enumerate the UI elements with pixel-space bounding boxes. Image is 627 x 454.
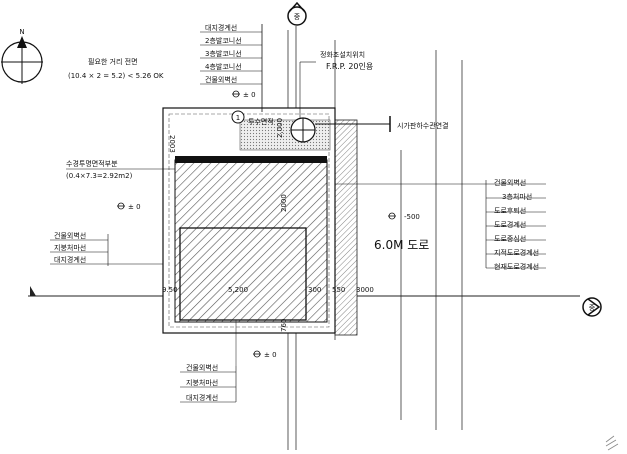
right-label-2: 도로후퇴선 [494,206,526,215]
permeable-note: 수경투명면적부분 (0.4×7.3=2.92m2) [66,159,175,180]
septic-note-line2: F.R.P. 20인용 [326,61,373,71]
level-mark-3-text: ± 0 [264,351,277,359]
north-label: N [19,28,24,36]
level-mark-1: ± 0 [117,202,141,211]
permeable-note-line2: (0.4×7.3=2.92m2) [66,172,133,180]
dimensions: 2003 2,000 2000 9.50 5,200 300 550 3000 … [162,118,374,332]
right-label-group: 건물외벽선 3층처마선 도로후퇴선 도로경계선 도로중심선 지적도로경계선 현재… [335,178,546,271]
left-label-2: 대지경계선 [54,255,86,264]
top-label-0: 대지경계선 [205,23,237,32]
dim-bottom-b: 550 [332,286,345,294]
road-hatch-strip [334,119,358,336]
top-label-3: 4층발코니선 [205,62,242,71]
sewer-connection [315,116,391,132]
permeable-area-bar [175,156,327,163]
level-mark-0-text: ± 0 [243,91,256,99]
dim-mid-vertical: 2000 [280,194,288,212]
north-arrow: N [1,28,43,84]
bottom-label-group: 건물외벽선 지붕처마선 대지경계선 [180,320,237,403]
bottom-label-2: 대지경계선 [186,393,218,402]
level-mark-1-text: ± 0 [128,203,141,211]
level-mark-0: ± 0 [232,90,256,99]
level-mark-2: -500 [388,212,420,221]
permeable-note-line1: 수경투명면적부분 [66,159,118,168]
dim-top-left: 2003 [168,135,176,153]
right-label-6: 현재도로경계선 [494,262,539,271]
balloon-number: 1 [236,114,240,122]
right-label-3: 도로경계선 [494,220,526,229]
right-label-4: 도로중심선 [494,234,526,243]
right-label-5: 지적도로경계선 [494,248,539,257]
level-mark-3: ± 0 [253,350,277,359]
corner-mark [605,435,619,451]
left-label-0: 건물외벽선 [54,231,86,240]
septic-note-line1: 정화조설치위치 [320,50,365,59]
parking-note: 필요한 거리 전면 (10.4 × 2 = 5.2) < 5.26 OK [68,57,164,80]
top-label-2: 3층발코니선 [205,49,242,58]
section-marker-top: 중 [287,1,307,26]
section-mark-top: 중 [294,13,301,21]
right-label-0: 건물외벽선 [494,178,526,187]
section-mark-right: 중 [589,304,596,312]
level-marks: ± 0 ± 0 -500 ± 0 [117,90,420,359]
parking-note-line1: 필요한 거리 전면 [88,57,138,66]
road-label: 6.0M 도로 [374,238,429,252]
dim-bottom-mid: 5,200 [228,286,248,294]
parking-note-line2: (10.4 × 2 = 5.2) < 5.26 OK [68,72,164,80]
top-label-4: 건물외벽선 [205,75,237,84]
septic-tank-symbol [290,117,316,143]
left-label-group: 건물외벽선 지붕처마선 대지경계선 [50,231,163,266]
septic-dotted-area [239,119,331,151]
dim-bottom-vertical: 760 [280,319,288,332]
level-mark-2-text: -500 [404,213,420,221]
top-label-group: 대지경계선 2층발코니선 3층발코니선 4층발코니선 건물외벽선 [200,23,263,112]
bottom-label-0: 건물외벽선 [186,363,218,372]
right-label-1: 3층처마선 [502,192,532,201]
section-marker-right: 중 [582,297,602,317]
dim-bottom-c: 3000 [356,286,374,294]
dim-left-vertical: 2,000 [276,118,284,138]
septic-note: 정화조설치위치 F.R.P. 20인용 [299,50,373,118]
top-label-1: 2층발코니선 [205,36,242,45]
balloon-marker: 1 [231,110,245,124]
left-label-1: 지붕처마선 [54,243,86,252]
pond-label: 투수면적 [248,117,274,126]
bottom-label-1: 지붕처마선 [186,378,218,387]
dim-bottom-a: 300 [308,286,321,294]
building-lower-block [179,227,307,321]
sewer-label: 시가판하수관연결 [397,121,449,130]
dim-bottom-left: 9.50 [162,286,178,294]
